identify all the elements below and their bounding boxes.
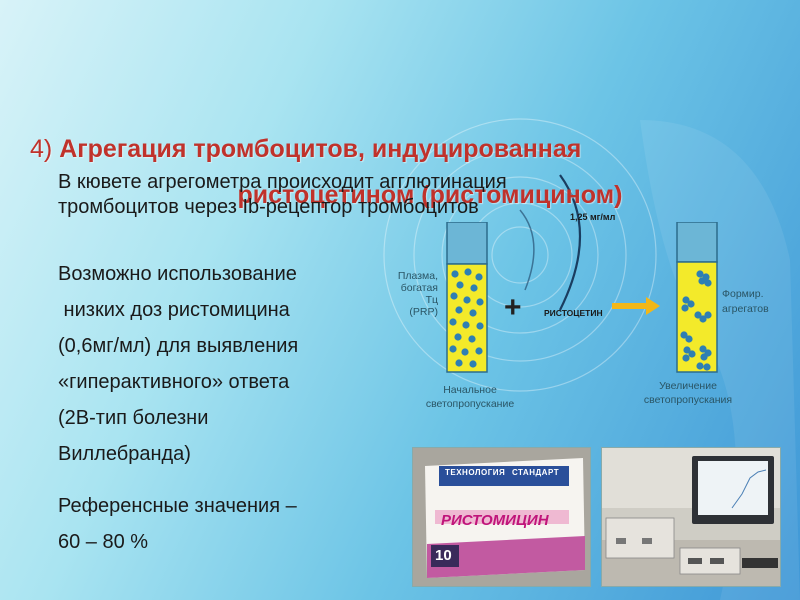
increase-label-line: Увеличение [659, 380, 717, 392]
paragraph-line: Виллебранда) [58, 443, 191, 465]
formed-label-line: агрегатов [722, 303, 769, 315]
tube-aggregated [676, 222, 718, 373]
paragraph-line: В кювете агрегометра происходит агглютин… [58, 171, 507, 193]
initial-label-line: Начальное [443, 384, 497, 396]
paragraph-low-dose: Возможно использование низких доз ристом… [58, 256, 298, 472]
plus-sign: + [504, 291, 522, 324]
paragraph-line: Возможно использование [58, 263, 297, 285]
box-brand-part: СТАНДАРТ [511, 468, 560, 477]
paragraph-agglutination: В кювете агрегометра происходит агглютин… [58, 170, 507, 220]
box-brand: ТЕХНОЛОГИЯ СТАНДАРТ [445, 468, 559, 477]
formed-label-line: Формир. [722, 288, 764, 300]
initial-transmission-label: Начальное светопропускание [410, 384, 530, 410]
box-brand-part: ТЕХНОЛОГИЯ [445, 468, 506, 477]
dose-label: 1,25 мг/мл [570, 212, 616, 222]
yellow-arrow-icon [612, 297, 660, 315]
paragraph-line: 60 – 80 % [58, 531, 149, 553]
paragraph-line: Референсные значения – [58, 495, 297, 517]
paragraph-line: низких доз ристомицина [58, 299, 290, 321]
reagent-label: РИСТОЦЕТИН [544, 308, 603, 318]
title-text-1: Агрегация тромбоцитов, индуцированная [59, 135, 582, 163]
plasma-label-line: Тц [425, 294, 438, 306]
title-number: 4) [30, 135, 53, 163]
paragraph-line: «гиперактивного» ответа [58, 371, 290, 393]
box-count: 10 [435, 547, 452, 564]
title-line-2: ристоцетином (ристомицином) [237, 181, 623, 209]
ristomycin-box-photo: ТЕХНОЛОГИЯ СТАНДАРТ РИСТОМИЦИН 10 [412, 447, 591, 587]
title-line-1: 4) Агрегация тромбоцитов, индуцированная [30, 132, 800, 166]
plasma-label-line: (PRP) [409, 306, 438, 318]
paragraph-line: тромбоцитов через Ib-рецептор тромбоцито… [58, 196, 479, 218]
plasma-label: Плазма, богатая Тц (PRP) [378, 270, 438, 318]
increase-label-line: светопропускания [643, 394, 733, 406]
box-illustration [413, 448, 590, 586]
plasma-label-line: Плазма, [397, 270, 438, 282]
paragraph-reference: Референсные значения – 60 – 80 % [58, 488, 297, 560]
increased-transmission-label: Увеличение светопропускания [628, 380, 748, 406]
paragraph-line: (0,6мг/мл) для выявления [58, 335, 299, 357]
plasma-label-line: богатая [400, 282, 438, 294]
formed-aggregates-label: Формир. агрегатов [722, 288, 769, 315]
aggregometer-photo [601, 447, 781, 587]
paragraph-line: (2В-тип болезни [58, 407, 209, 429]
aggregometer-illustration [602, 448, 780, 586]
tube-prp [446, 222, 488, 373]
box-product-name: РИСТОМИЦИН [441, 512, 549, 529]
initial-label-line: светопропускание [425, 398, 515, 410]
